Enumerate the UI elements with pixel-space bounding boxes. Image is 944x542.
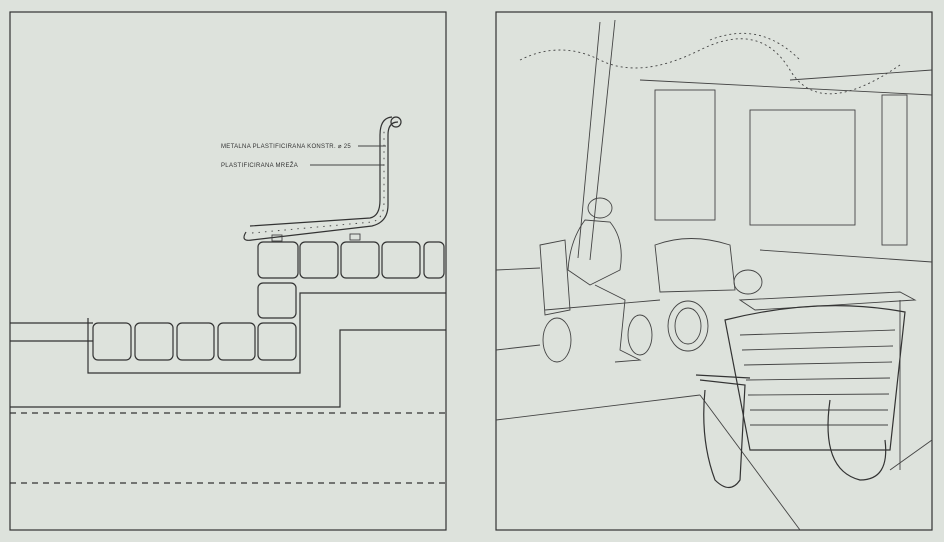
right-frame <box>495 11 933 531</box>
bench-profile <box>243 116 402 242</box>
outline-lines <box>10 292 446 408</box>
dashed-lines <box>10 412 446 484</box>
label-metal-frame: METALNA PLASTIFICIRANA KONSTR. ⌀ 25 <box>221 144 351 150</box>
plan-drawing-panel: METALNA PLASTIFICIRANA KONSTR. ⌀ 25 PLAS… <box>9 11 447 531</box>
left-frame <box>9 11 447 531</box>
seated-person <box>567 197 642 363</box>
block-row-upper <box>257 241 445 319</box>
table <box>738 291 917 470</box>
bench-foreground <box>695 305 906 489</box>
bench-back-left <box>539 239 661 363</box>
label-mesh: PLASTIFICIRANA MREŽA <box>221 161 298 169</box>
bench-back-right <box>654 238 763 352</box>
perspective-sketch-panel <box>495 11 933 531</box>
block-row-lower <box>92 322 297 361</box>
ground-lines <box>495 249 933 531</box>
background-buildings <box>519 19 933 261</box>
